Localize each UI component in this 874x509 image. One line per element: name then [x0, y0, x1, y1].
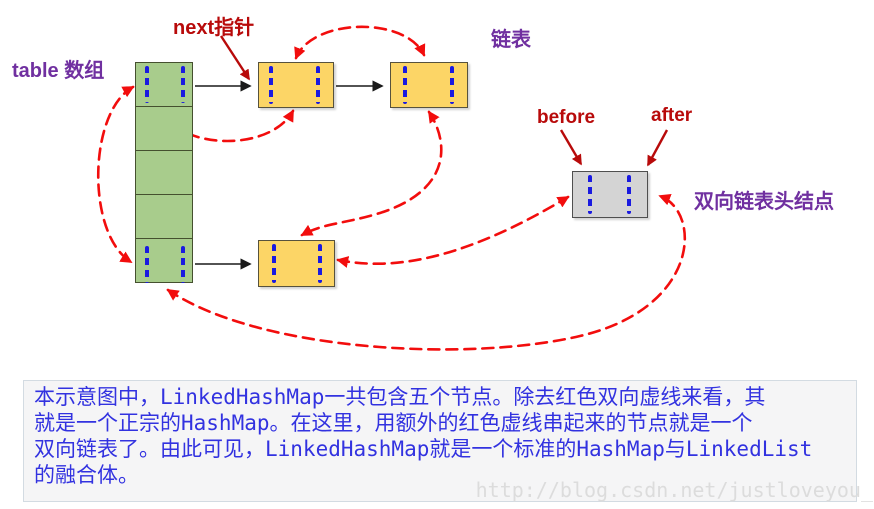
- note-line: 本示意图中，LinkedHashMap一共包含五个节点。除去红色双向虚线来看，其: [34, 385, 766, 409]
- dll-head-node: [572, 171, 648, 218]
- pointer-line: [181, 246, 185, 283]
- note-line: 的融合体。: [34, 463, 139, 487]
- before-annotation-arrow: [559, 129, 583, 166]
- pointer-line: [627, 175, 631, 214]
- note-line: 就是一个正宗的HashMap。在这里，用额外的红色虚线串起来的节点就是一个: [34, 411, 753, 435]
- after-label: after: [651, 105, 693, 126]
- pointer-line: [145, 66, 149, 103]
- note-line: 双向链表了。由此可见，LinkedHashMap就是一个标准的HashMap与L…: [34, 437, 813, 461]
- dll-head-label: 双向链表头结点: [694, 191, 834, 213]
- pointer-line: [272, 244, 276, 283]
- bucket-slot-2: [135, 150, 193, 195]
- watermark: http://blog.csdn.net/justloveyou_: [475, 478, 873, 502]
- pointer-line: [181, 66, 185, 103]
- next-pointer-label: next指针: [173, 17, 255, 39]
- bucket-slot-3: [135, 194, 193, 239]
- pointer-line: [269, 66, 273, 104]
- pointer-line: [316, 66, 320, 104]
- pointer-line: [318, 244, 322, 283]
- linked-list-label: 链表: [491, 29, 531, 51]
- pointer-line: [403, 66, 407, 104]
- pointer-line: [145, 246, 149, 283]
- bucket-slot-1: [135, 106, 193, 151]
- entry-node-2: [390, 62, 468, 108]
- note-box: 本示意图中，LinkedHashMap一共包含五个节点。除去红色双向虚线来看，其…: [23, 380, 857, 502]
- next-pointer-annotation-arrow: [219, 35, 251, 81]
- red-link-slot0-slot4: [96, 85, 135, 264]
- after-annotation-arrow: [646, 129, 669, 167]
- red-link-entry1-entry2: [294, 25, 426, 60]
- before-label: before: [537, 107, 596, 128]
- red-link-slot0-entry1: [159, 109, 295, 143]
- table-array-label: table 数组: [12, 60, 105, 82]
- red-link-entry2-entry3: [300, 110, 443, 237]
- pointer-line: [450, 66, 454, 104]
- red-link-entry3-head: [336, 195, 570, 268]
- red-link-slot4-head: [166, 194, 687, 351]
- pointer-line: [588, 175, 592, 214]
- entry-node-3: [258, 240, 335, 287]
